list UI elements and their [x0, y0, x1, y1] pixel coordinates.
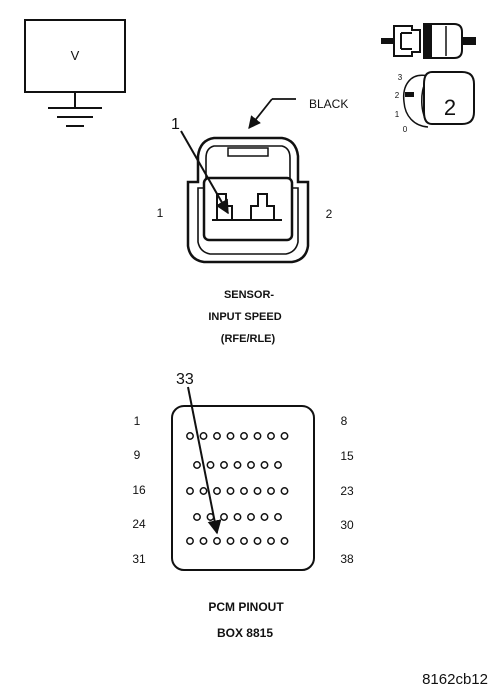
- row-start-label-3: 16: [132, 483, 146, 497]
- pcm-pin: [226, 432, 235, 440]
- row-start-label-1: 1: [134, 414, 141, 428]
- voltmeter-label: V: [71, 48, 80, 63]
- row-start-label-4: 24: [132, 517, 146, 531]
- backprobe-step-icon: 3 2 1 0 2: [395, 71, 475, 134]
- pin-33-callout: 33: [176, 371, 194, 388]
- pcm-pin: [220, 513, 228, 521]
- pcm-pin: [253, 537, 262, 545]
- ground-symbol: [48, 92, 102, 127]
- probe-scale-3: 3: [398, 73, 403, 82]
- row-end-label-2: 15: [340, 449, 354, 463]
- pcm-pin: [206, 461, 215, 469]
- pcm-pin: [186, 432, 194, 440]
- pin-1-callout-arrow: [180, 130, 229, 215]
- pcm-pin: [226, 537, 235, 545]
- pcm-pin: [199, 432, 208, 440]
- row-end-label-1: 8: [341, 414, 348, 428]
- pcm-pin: [220, 461, 228, 469]
- pcm-pin: [274, 513, 282, 521]
- pin-left-label: 1: [157, 206, 164, 220]
- probe-scale-0: 0: [403, 125, 408, 134]
- voltmeter: V: [24, 19, 126, 127]
- pcm-pin: [226, 487, 235, 495]
- pcm-pin: [280, 432, 289, 440]
- pcm-pin: [280, 537, 289, 545]
- pcm-pin: [213, 537, 221, 545]
- pcm-pin: [267, 432, 275, 440]
- probe-scale-1: 1: [395, 110, 400, 119]
- row-end-label-3: 23: [340, 484, 354, 498]
- figure-code: 8162cb12: [422, 671, 488, 688]
- pcm-pin: [199, 487, 208, 495]
- pcm-pin: [213, 432, 221, 440]
- pcm-pin-grid: [186, 432, 289, 545]
- pcm-connector: 33 1 9 16 24 31 8 15 23 30 38: [132, 371, 354, 571]
- row-end-label-4: 30: [340, 518, 354, 532]
- pcm-title-line-1: PCM PINOUT: [208, 600, 284, 614]
- pcm-pin: [240, 487, 248, 495]
- pin-right-label: 2: [326, 207, 333, 221]
- pcm-pin: [274, 461, 282, 469]
- pcm-pin: [260, 461, 269, 469]
- pcm-pin: [280, 487, 289, 495]
- row-start-label-5: 31: [132, 552, 146, 566]
- pcm-pin: [247, 461, 255, 469]
- connector-plug-icon: [381, 23, 476, 59]
- sensor-title-line-1: SENSOR-: [224, 289, 274, 301]
- pcm-pin: [233, 513, 242, 521]
- pcm-title-line-2: BOX 8815: [217, 626, 273, 640]
- sensor-title-line-2: INPUT SPEED: [208, 311, 281, 323]
- pcm-pin: [267, 537, 275, 545]
- pin-33-callout-arrow: [187, 386, 222, 535]
- pcm-pin: [233, 461, 242, 469]
- pcm-pin: [240, 432, 248, 440]
- pcm-pin: [240, 537, 248, 545]
- pcm-pin: [260, 513, 269, 521]
- sensor-title-line-3: (RFE/RLE): [221, 333, 276, 345]
- pcm-title: PCM PINOUT BOX 8815: [208, 600, 284, 640]
- probe-step-number: 2: [444, 95, 456, 120]
- pcm-pin: [193, 513, 201, 521]
- sensor-title: SENSOR- INPUT SPEED (RFE/RLE): [208, 289, 281, 345]
- row-end-label-5: 38: [340, 552, 354, 566]
- pin-1-callout: 1: [171, 116, 180, 133]
- pcm-pin: [199, 537, 208, 545]
- probe-scale-2: 2: [395, 91, 400, 100]
- pcm-pin: [247, 513, 255, 521]
- wire-color-label: BLACK: [309, 97, 348, 111]
- sensor-connector: BLACK 1 1 2: [157, 97, 348, 264]
- pcm-pin: [253, 432, 262, 440]
- pcm-pin: [267, 487, 275, 495]
- row-start-label-2: 9: [134, 448, 141, 462]
- pcm-pin: [186, 537, 194, 545]
- pcm-pin: [193, 461, 201, 469]
- pcm-pin: [253, 487, 262, 495]
- pcm-pin: [186, 487, 194, 495]
- pcm-pin: [213, 487, 221, 495]
